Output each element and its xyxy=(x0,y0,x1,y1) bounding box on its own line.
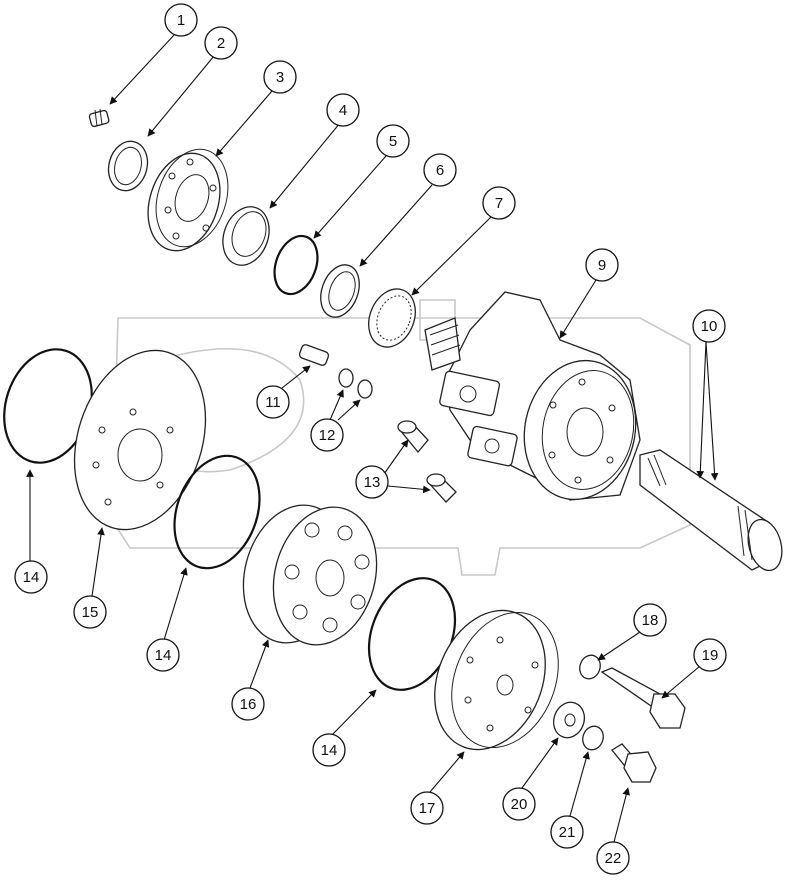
part-10-shaft xyxy=(639,449,783,572)
callout-13-label: 13 xyxy=(364,474,381,491)
part-20-washer xyxy=(552,701,586,739)
callout-6-label: 6 xyxy=(436,162,444,179)
callout-14-middle: 14 xyxy=(146,638,180,672)
callout-6: 6 xyxy=(423,153,457,187)
leader-lines xyxy=(26,33,719,843)
callout-4-label: 4 xyxy=(339,102,347,119)
part-14-ring-middle xyxy=(173,454,261,570)
callout-11: 11 xyxy=(256,385,290,419)
part-9-housing xyxy=(424,291,641,501)
callout-7-label: 7 xyxy=(495,195,503,212)
callout-12: 12 xyxy=(310,418,344,452)
callout-9: 9 xyxy=(585,248,619,282)
callout-18: 18 xyxy=(633,603,667,637)
callout-16-label: 16 xyxy=(240,696,257,713)
callout-22-label: 22 xyxy=(605,850,622,867)
part-19-bolt xyxy=(600,667,686,729)
callout-10: 10 xyxy=(692,309,726,343)
callout-7: 7 xyxy=(482,186,516,220)
callout-14-right-label: 14 xyxy=(321,742,338,759)
callout-17: 17 xyxy=(410,791,444,825)
callout-17-label: 17 xyxy=(419,800,436,817)
callout-14-middle-label: 14 xyxy=(155,647,172,664)
callout-15: 15 xyxy=(73,595,107,629)
callout-11-label: 11 xyxy=(265,394,281,411)
callout-18-label: 18 xyxy=(642,612,659,629)
callout-21: 21 xyxy=(550,815,584,849)
callout-3: 3 xyxy=(263,60,297,94)
part-17-end-cap xyxy=(434,609,559,751)
callout-22: 22 xyxy=(596,841,630,875)
part-21-ring xyxy=(582,725,604,751)
callout-2: 2 xyxy=(204,26,238,60)
callout-14-left-label: 14 xyxy=(23,569,40,586)
part-1-screw xyxy=(88,108,110,128)
callout-5-label: 5 xyxy=(389,133,397,150)
callout-3-label: 3 xyxy=(276,69,284,86)
callout-5: 5 xyxy=(376,124,410,158)
part-16-gerotor xyxy=(242,504,378,646)
callout-19: 19 xyxy=(693,638,727,672)
part-22-bolt xyxy=(611,743,657,783)
callout-19-label: 19 xyxy=(702,647,719,664)
part-12-balls xyxy=(338,368,373,399)
part-3-flange xyxy=(147,148,229,252)
part-4-bearing xyxy=(222,206,270,266)
callout-4: 4 xyxy=(326,93,360,127)
part-5-o-ring xyxy=(273,234,319,296)
callout-2-label: 2 xyxy=(217,35,225,52)
callout-12-label: 12 xyxy=(319,427,336,444)
part-13-plugs xyxy=(397,420,457,503)
part-7-needle-bearing xyxy=(368,288,416,348)
callout-13: 13 xyxy=(355,465,389,499)
callout-15-label: 15 xyxy=(82,604,99,621)
callout-14-left: 14 xyxy=(14,560,48,594)
callout-1-label: 1 xyxy=(177,12,185,29)
callout-10-label: 10 xyxy=(701,318,718,335)
callout-20: 20 xyxy=(502,787,536,821)
callout-16: 16 xyxy=(231,687,265,721)
callout-1: 1 xyxy=(164,3,198,37)
part-18-washer xyxy=(579,654,601,680)
part-11-pin xyxy=(298,344,330,366)
callout-21-label: 21 xyxy=(559,824,576,841)
callout-20-label: 20 xyxy=(511,796,528,813)
part-2-seal xyxy=(107,140,149,192)
callout-14-right: 14 xyxy=(312,733,346,767)
callout-9-label: 9 xyxy=(598,257,606,274)
part-15-end-plate xyxy=(73,349,207,531)
part-6-seal xyxy=(320,264,360,318)
